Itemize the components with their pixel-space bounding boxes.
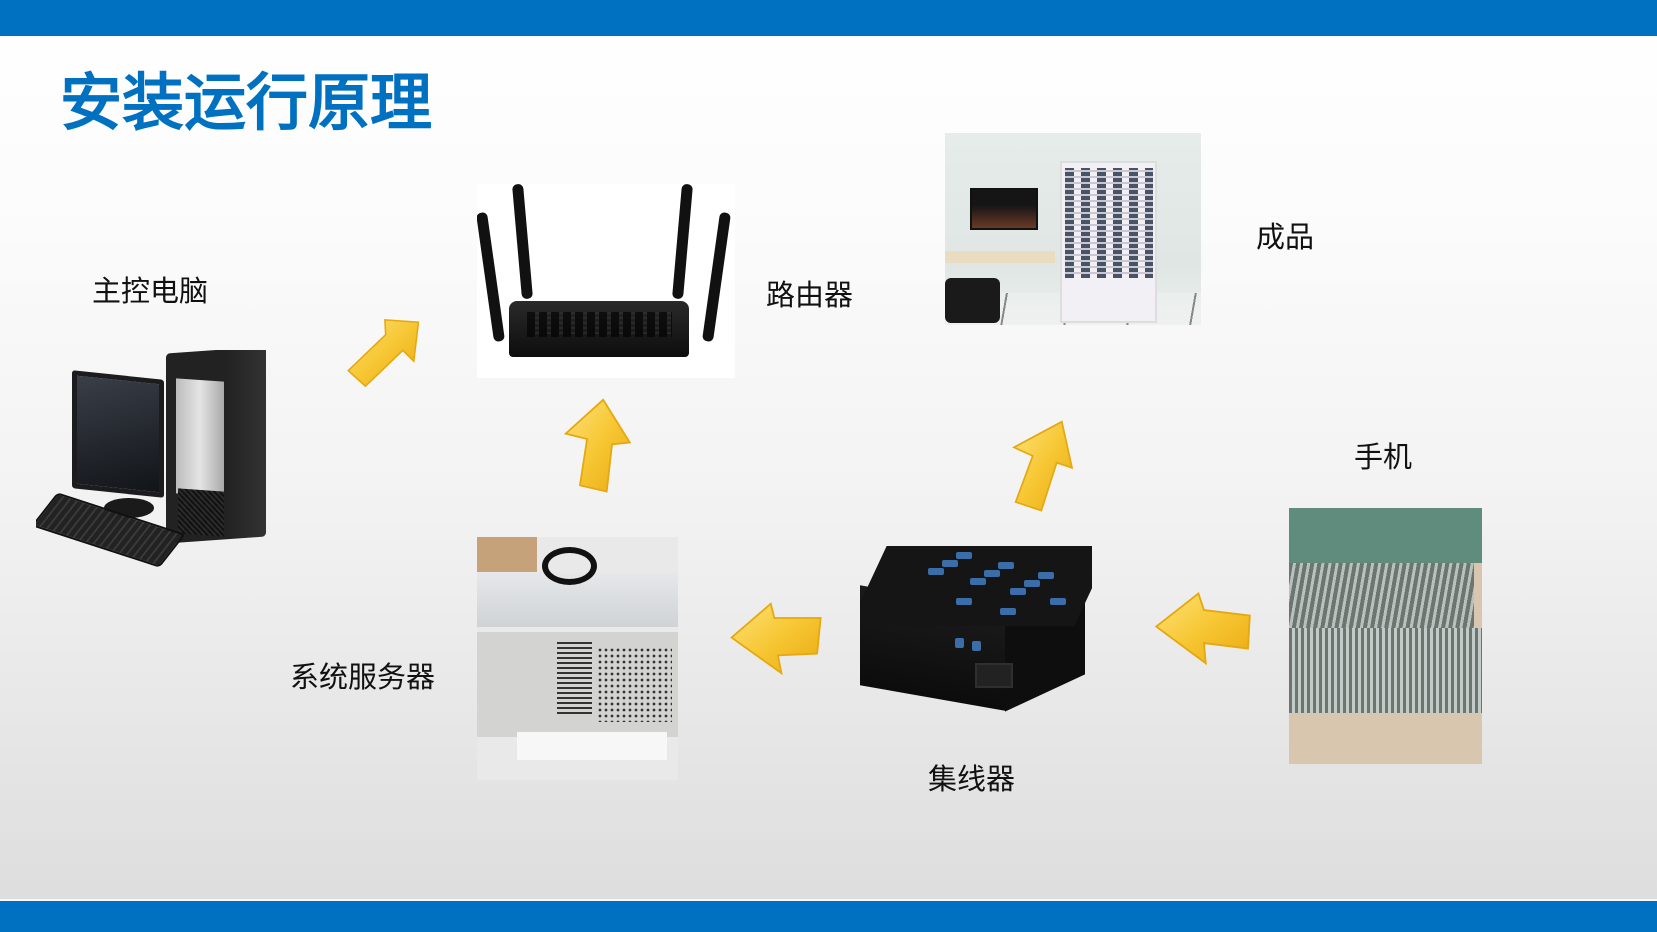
router-label: 路由器 (766, 278, 854, 312)
arrow-hub-to-finished-icon (1008, 420, 1078, 514)
top-accent-bar (0, 0, 1657, 36)
phones-label: 手机 (1354, 440, 1413, 474)
arrow-pc-to-router-icon (338, 316, 424, 394)
arrow-phones-to-hub-icon (1150, 588, 1256, 666)
usb-hub-icon (860, 538, 1092, 713)
arrow-server-to-router-icon (560, 398, 632, 496)
desktop-computer-icon (36, 350, 276, 585)
bottom-accent-bar (0, 899, 1657, 932)
wifi-router-icon (477, 184, 735, 378)
phones-box-photo (1289, 508, 1482, 764)
phone-rack-photo (945, 133, 1201, 325)
slide-title: 安装运行原理 (60, 66, 433, 139)
finished-product-label: 成品 (1256, 220, 1315, 254)
server-photo (477, 537, 678, 780)
main-pc-label: 主控电脑 (92, 274, 209, 308)
server-label: 系统服务器 (290, 660, 436, 694)
hub-label: 集线器 (928, 762, 1016, 796)
arrow-hub-to-server-icon (728, 600, 826, 676)
